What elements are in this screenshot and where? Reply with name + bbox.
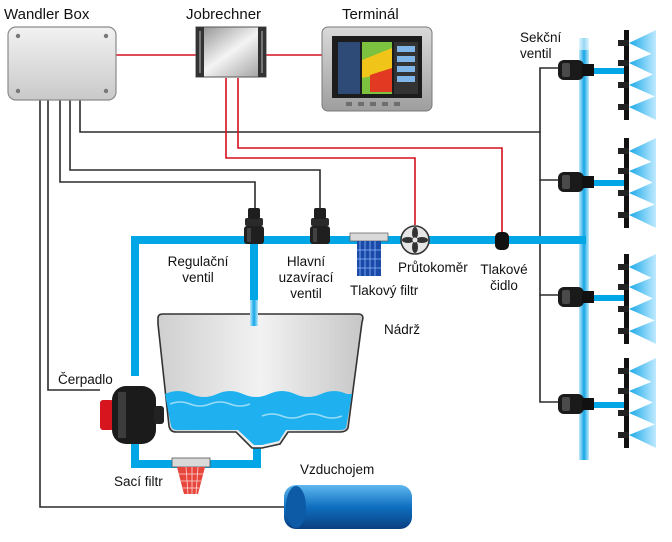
label-jobrechner: Jobrechner xyxy=(186,6,262,23)
air-tank-icon xyxy=(284,485,412,529)
pressure-sensor-icon xyxy=(495,232,509,250)
label-section-valve-line1: Sekční xyxy=(520,30,562,45)
label-tank: Nádrž xyxy=(384,322,421,337)
label-air-tank: Vzduchojem xyxy=(300,462,375,477)
tank-icon xyxy=(157,313,364,449)
label-suction-filter: Sací filtr xyxy=(114,474,163,489)
label-pressure-sensor-line2: čidlo xyxy=(490,278,518,293)
cables xyxy=(39,67,562,508)
flowmeter-icon xyxy=(400,225,430,255)
suction-filter-icon xyxy=(171,457,211,495)
label-pump: Čerpadlo xyxy=(58,372,113,387)
wandler-box-icon xyxy=(7,26,117,101)
pump-icon xyxy=(100,386,164,444)
label-main-valve-line1: Hlavní xyxy=(286,254,326,269)
label-flowmeter: Průtokoměr xyxy=(398,260,468,275)
main-shutoff-valve-icon xyxy=(310,208,330,244)
regulation-valve-icon xyxy=(244,208,264,244)
terminal-icon xyxy=(321,26,433,112)
label-main-valve-line2: uzavírací xyxy=(278,270,334,285)
jobrechner-icon xyxy=(195,26,267,78)
label-main-valve-line3: ventil xyxy=(290,286,322,301)
pressure-filter-icon xyxy=(349,232,389,276)
label-regulation-valve-line1: Regulační xyxy=(167,254,229,269)
label-section-valve-line2: ventil xyxy=(520,46,552,61)
label-pressure-filter: Tlakový filtr xyxy=(350,283,419,298)
signal-wires xyxy=(116,54,503,235)
label-pressure-sensor-line1: Tlakové xyxy=(480,262,528,277)
label-terminal: Terminál xyxy=(342,6,399,23)
nozzle-icon xyxy=(618,30,656,120)
label-wandler-box: Wandler Box xyxy=(4,6,90,23)
label-regulation-valve-line2: ventil xyxy=(182,270,214,285)
boom-pipe xyxy=(579,38,589,460)
